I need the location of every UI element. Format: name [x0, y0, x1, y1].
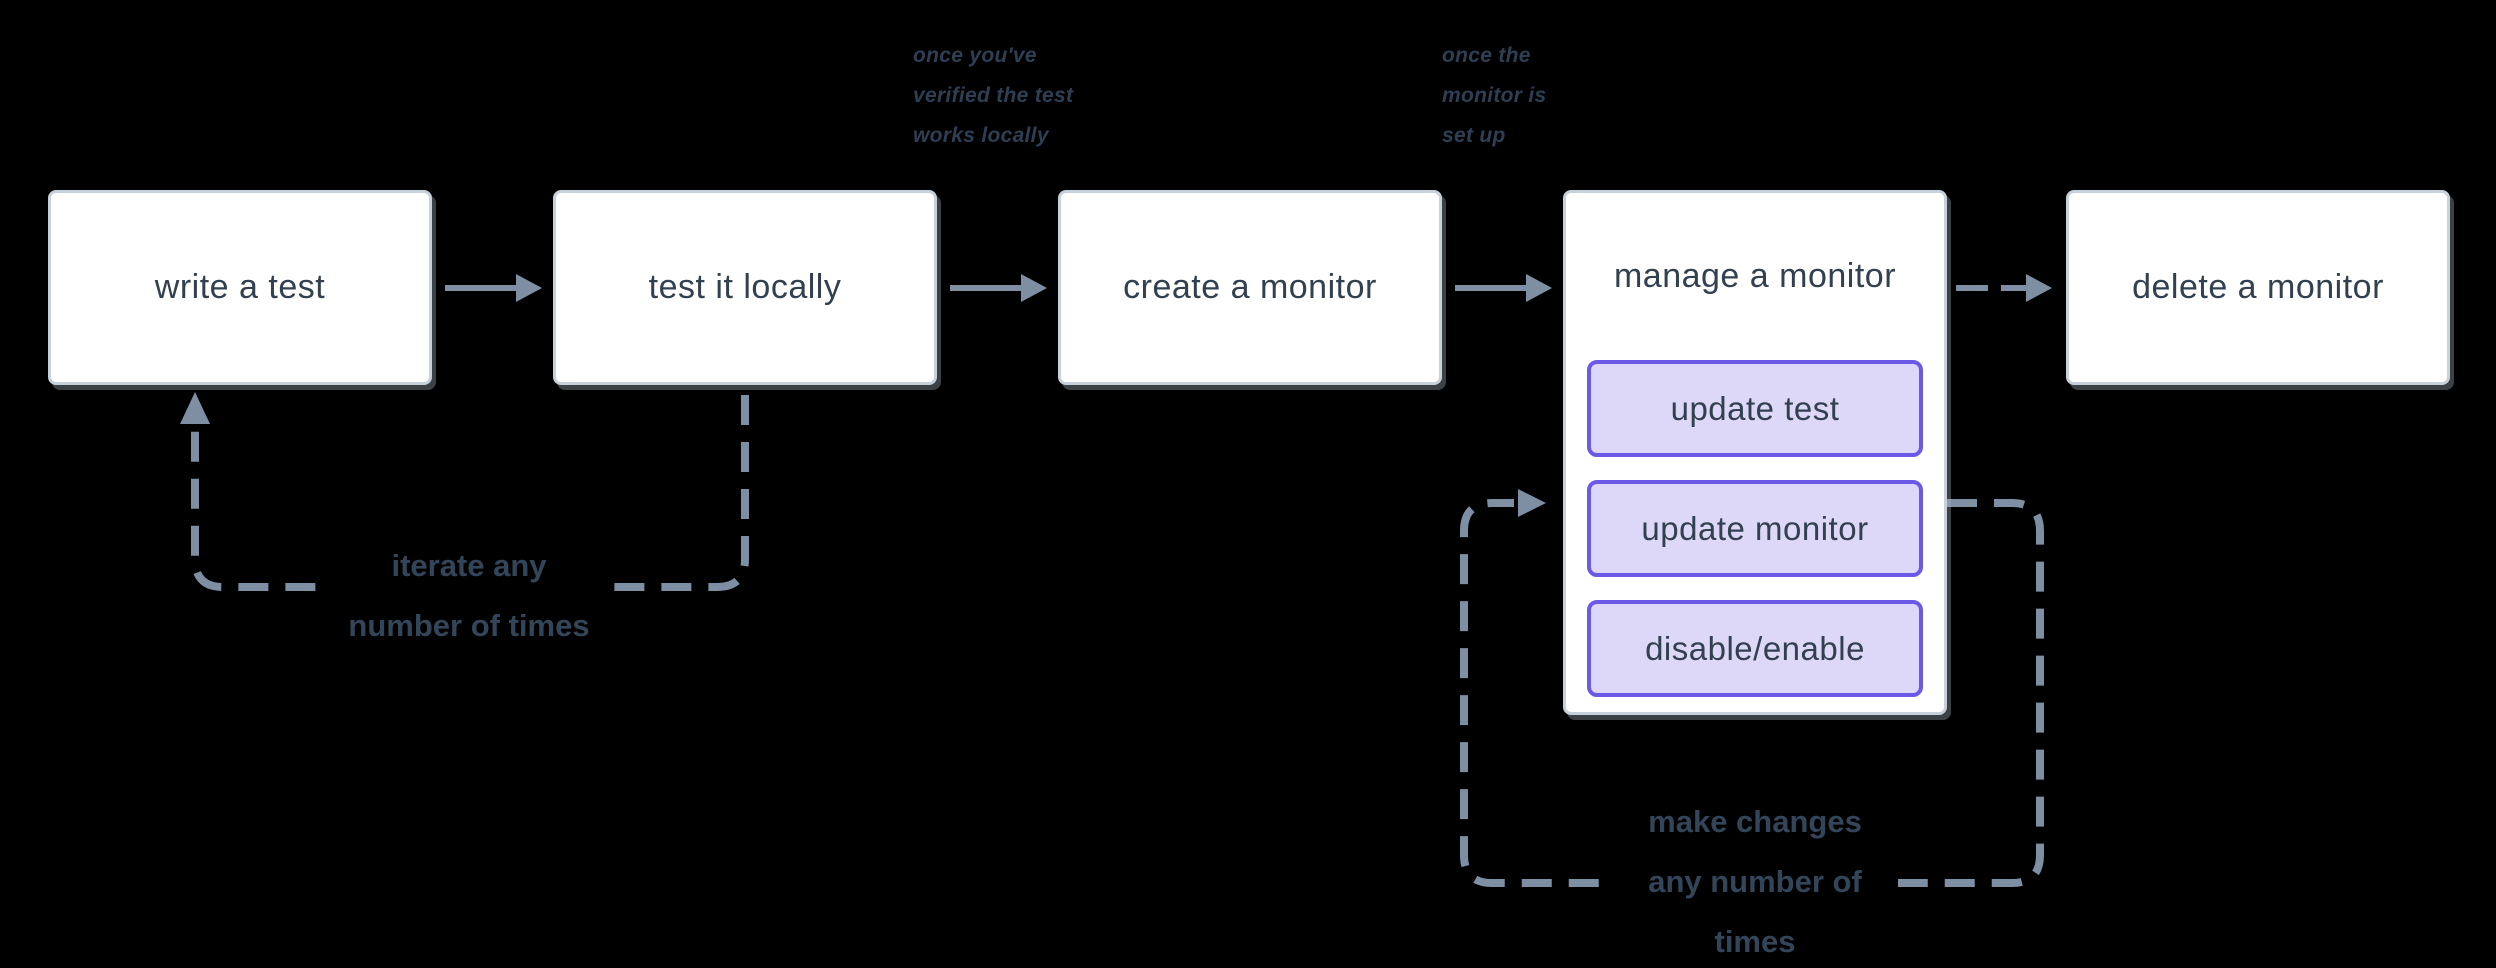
manage-subactions: update test update monitor disable/enabl…: [1587, 360, 1923, 697]
annotation-line: works locally: [913, 124, 1049, 147]
node-label: test it locally: [648, 268, 842, 306]
node-create-a-monitor: create a monitor: [1058, 190, 1442, 385]
loop-make-changes: [1460, 489, 2044, 887]
loop-label-make-changes: make changes any number of times: [1612, 792, 1898, 968]
subaction-update-monitor: update monitor: [1587, 480, 1923, 577]
arrow-write-to-test: [445, 274, 542, 302]
annotation-line: once the: [1442, 44, 1531, 67]
node-manage-a-monitor: manage a monitor update test update moni…: [1563, 190, 1947, 715]
node-label: delete a monitor: [2132, 268, 2384, 306]
arrow-create-to-manage: [1455, 274, 1552, 302]
annotation-line: monitor is: [1442, 84, 1547, 107]
arrow-test-to-create: [950, 274, 1047, 302]
loop-label-line: number of times: [348, 608, 590, 643]
annotation-line: verified the test: [913, 84, 1074, 107]
arrow-manage-to-delete-dashed: [1956, 274, 2052, 302]
loop-label-line: any number of: [1648, 864, 1862, 899]
annotation-line: once you've: [913, 44, 1037, 67]
node-label: create a monitor: [1123, 268, 1377, 306]
loop-label-line: iterate any: [391, 548, 547, 583]
loop-label-line: make changes: [1648, 804, 1862, 839]
subaction-disable-enable: disable/enable: [1587, 600, 1923, 697]
node-test-it-locally: test it locally: [553, 190, 937, 385]
loop-label-iterate: iterate any number of times: [324, 536, 614, 656]
loop-label-line: times: [1714, 924, 1796, 959]
node-label: manage a monitor: [1613, 257, 1897, 295]
loop-iterate: [180, 392, 749, 591]
annotation-line: set up: [1442, 124, 1506, 147]
loop-make-changes-arrowhead: [1518, 489, 1546, 517]
annotation-once-verified: once you've verified the test works loca…: [913, 36, 1073, 156]
loop-make-changes-path: [1460, 499, 2044, 887]
node-label: write a test: [154, 268, 326, 306]
annotation-once-monitor-setup: once the monitor is set up: [1442, 36, 1547, 156]
node-delete-a-monitor: delete a monitor: [2066, 190, 2450, 385]
loop-iterate-arrowhead: [180, 392, 210, 424]
subaction-update-test: update test: [1587, 360, 1923, 457]
node-write-a-test: write a test: [48, 190, 432, 385]
